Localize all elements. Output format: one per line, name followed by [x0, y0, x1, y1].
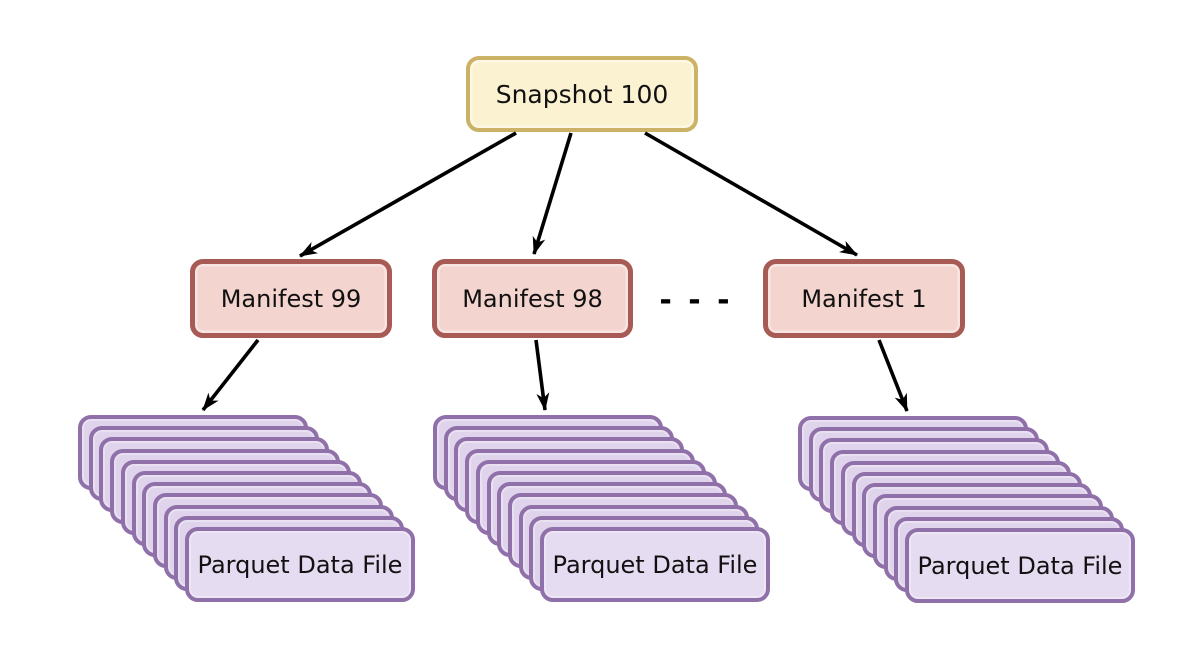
parquet-label-3: Parquet Data File: [917, 551, 1123, 580]
parquet-label-1: Parquet Data File: [197, 550, 403, 579]
parquet-front-card-3: Parquet Data File: [905, 528, 1135, 603]
parquet-stack-1: Parquet Data File: [78, 415, 424, 611]
manifest-ellipsis: - - -: [659, 282, 733, 318]
manifest-99-node: Manifest 99: [190, 259, 392, 338]
snapshot-node: Snapshot 100: [466, 56, 698, 132]
manifest-98-label: Manifest 98: [462, 284, 603, 313]
manifest-98-node: Manifest 98: [432, 259, 633, 338]
manifest-99-label: Manifest 99: [220, 284, 362, 313]
parquet-stack-2: Parquet Data File: [433, 415, 779, 611]
manifest-1-label: Manifest 1: [801, 284, 927, 313]
arrow-manifest-98-to-stack-2: [534, 339, 550, 411]
manifest-1-node: Manifest 1: [763, 259, 965, 338]
arrow-manifest-1-to-stack-3: [877, 339, 909, 412]
snapshot-label: Snapshot 100: [495, 79, 669, 109]
arrow-snapshot-to-manifest-99: [299, 131, 517, 258]
arrow-snapshot-to-manifest-98: [532, 132, 573, 255]
arrow-manifest-99-to-stack-1: [201, 338, 260, 412]
arrow-snapshot-to-manifest-1: [644, 131, 858, 257]
parquet-front-card-1: Parquet Data File: [185, 527, 415, 602]
parquet-label-2: Parquet Data File: [552, 550, 758, 579]
parquet-stack-3: Parquet Data File: [798, 416, 1144, 612]
parquet-front-card-2: Parquet Data File: [540, 527, 770, 602]
